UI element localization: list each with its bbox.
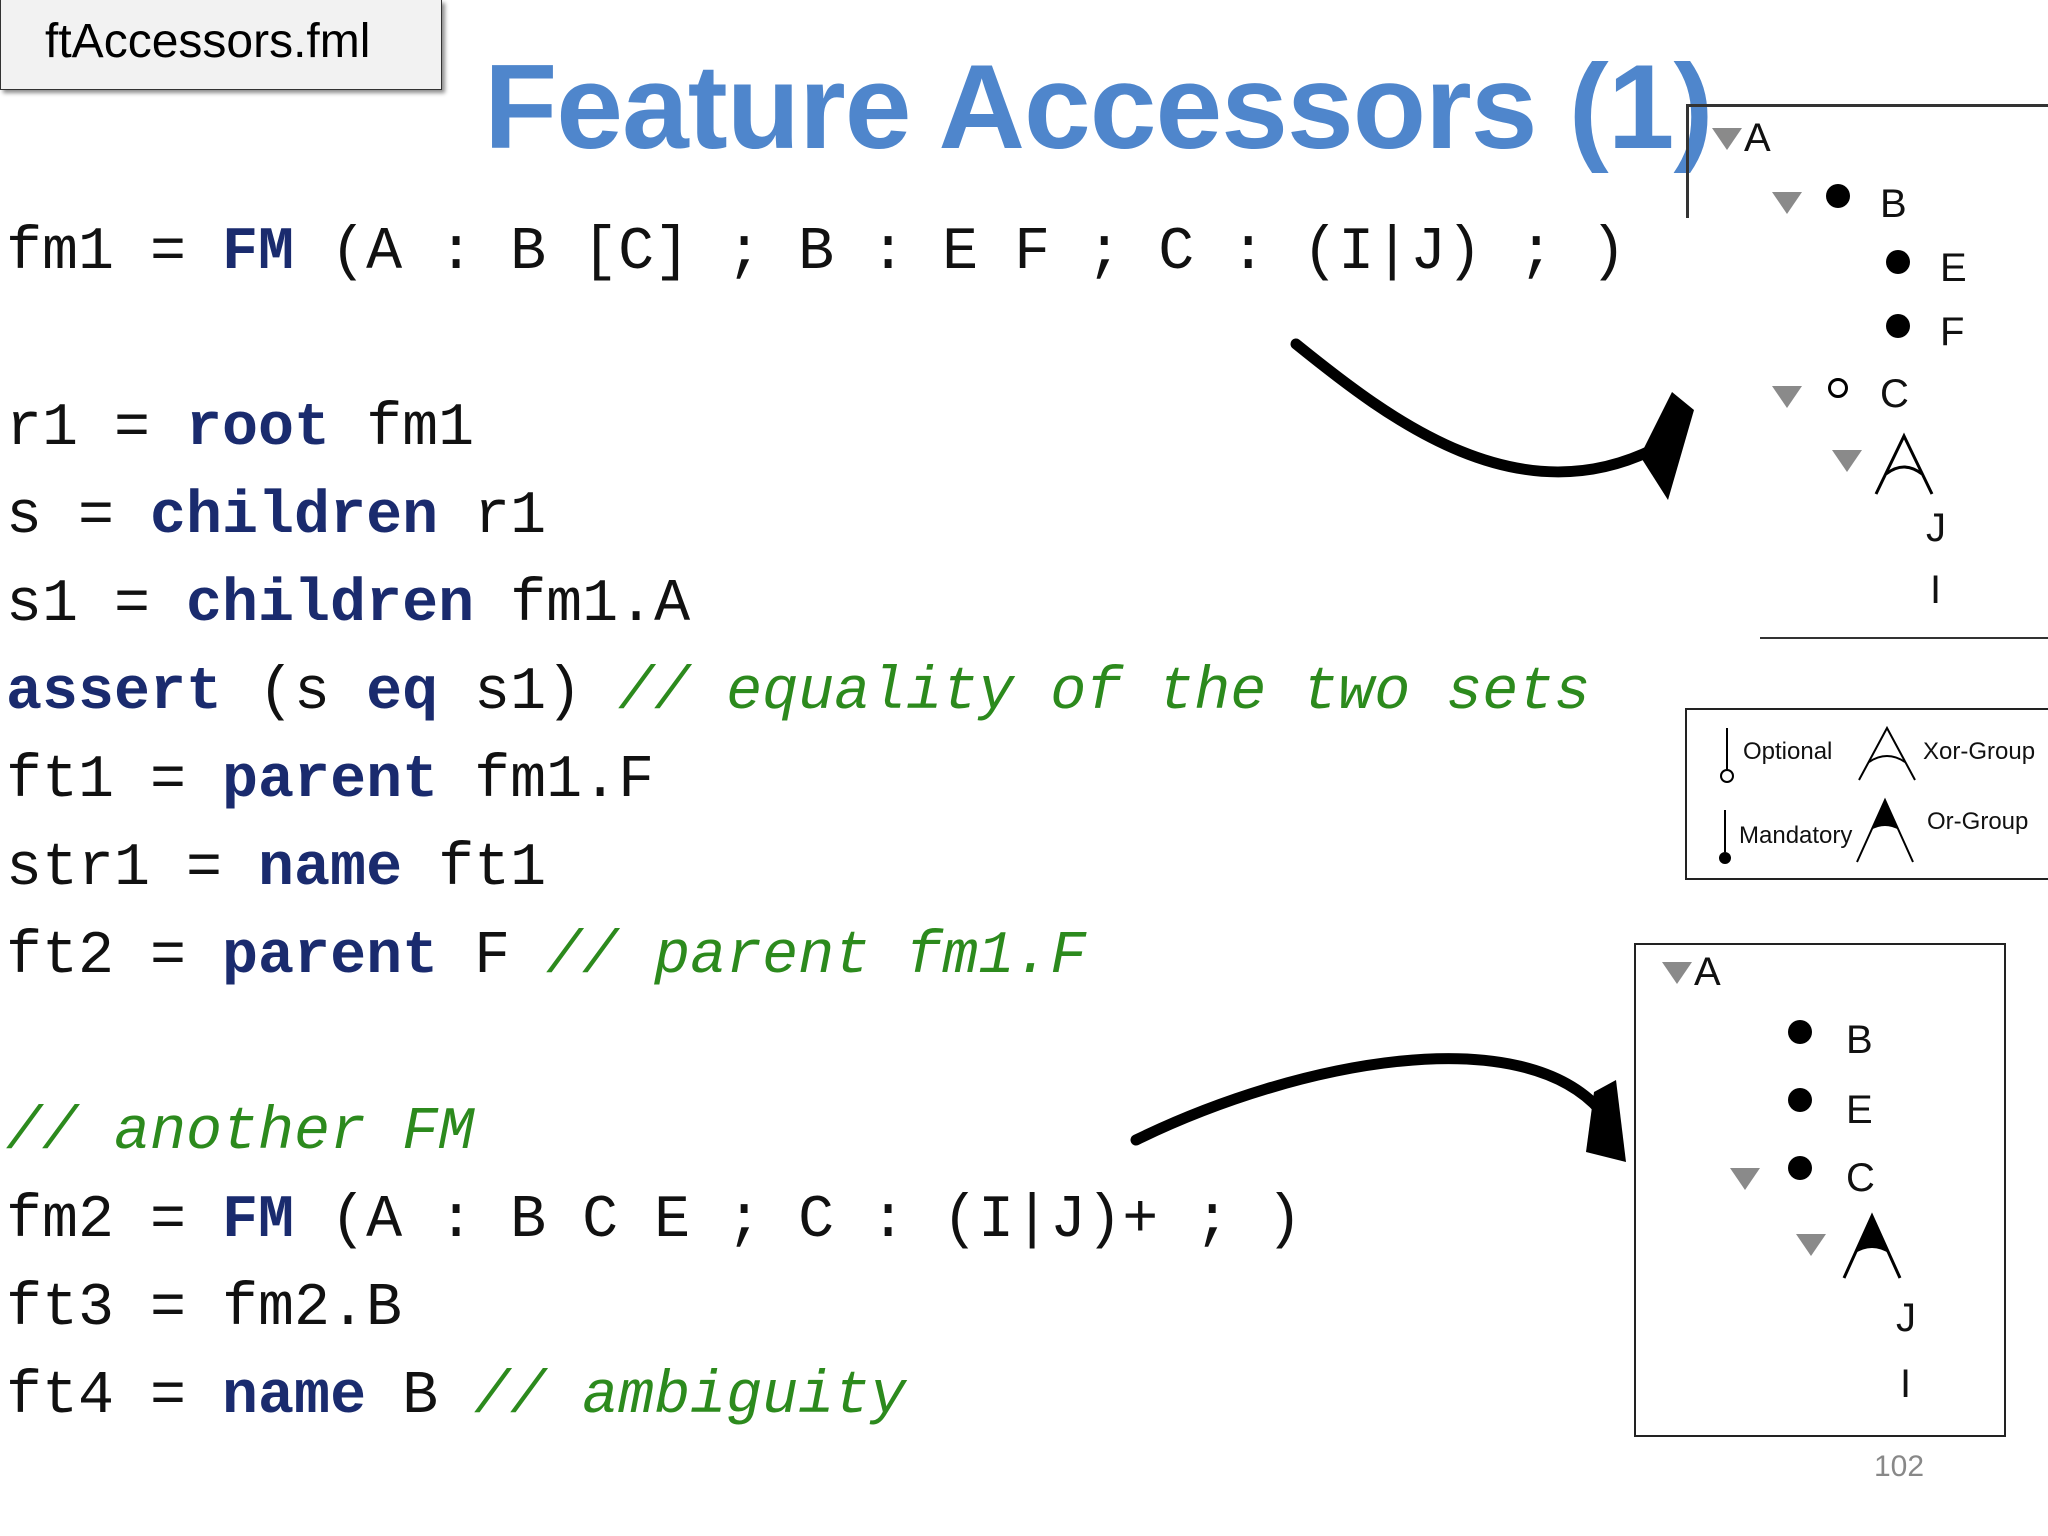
expand-triangle-icon[interactable]: [1662, 962, 1692, 984]
optional-edge-icon: [1720, 728, 1734, 783]
code-keyword: children: [150, 483, 439, 551]
tree1-border-top: [1686, 104, 2048, 107]
mandatory-edge-icon: [1719, 810, 1731, 864]
code-text: s1 =: [6, 571, 187, 639]
code-text: s1): [438, 659, 619, 727]
code-line: ft1 = parent fm1.F: [6, 748, 654, 814]
code-text: fm1: [330, 395, 475, 463]
arrow-head-tree1: [1640, 392, 1694, 500]
code-comment: // parent fm1.F: [546, 923, 1087, 991]
legend-or-group: Or-Group: [1927, 808, 2029, 835]
arrow-to-tree2: [1130, 1053, 1606, 1146]
code-comment: // ambiguity: [474, 1363, 907, 1431]
code-comment: // equality of the two sets: [618, 659, 1591, 727]
expand-triangle-icon[interactable]: [1712, 128, 1742, 150]
code-keyword: parent: [222, 747, 439, 815]
tree2-node-B[interactable]: B: [1846, 1018, 1873, 1062]
mandatory-dot-icon: [1788, 1020, 1812, 1044]
arrow-to-tree1: [1290, 338, 1666, 478]
code-text: ft1: [402, 835, 547, 903]
code-keyword: parent: [222, 923, 439, 991]
code-text: s =: [6, 483, 151, 551]
or-group-legend-icon: [1856, 797, 1914, 863]
code-line: fm2 = FM (A : B C E ; C : (I|J)+ ; ): [6, 1188, 1302, 1254]
legend: Optional Xor-Group Mandatory Or-Group: [1685, 708, 2048, 880]
expand-triangle-icon[interactable]: [1772, 386, 1802, 408]
mandatory-dot-icon: [1886, 314, 1910, 338]
code-keyword: children: [186, 571, 475, 639]
tree2-node-C[interactable]: C: [1846, 1156, 1875, 1200]
code-text: (A : B [C] ; B : E F ; C : (I|J) ; ): [294, 219, 1627, 287]
code-keyword: assert: [6, 659, 223, 727]
code-text: fm1 =: [6, 219, 223, 287]
legend-mandatory: Mandatory: [1739, 822, 1853, 849]
code-keyword: name: [222, 1363, 367, 1431]
code-text: (s: [222, 659, 367, 727]
xor-group-legend-icon: [1858, 725, 1916, 781]
code-keyword: FM: [222, 219, 295, 287]
code-text: ft1 =: [6, 747, 223, 815]
code-text: r1 =: [6, 395, 187, 463]
code-text: ft3 = fm2.B: [6, 1275, 403, 1343]
code-line: ft3 = fm2.B: [6, 1276, 402, 1342]
code-line: assert (s eq s1) // equality of the two …: [6, 660, 1590, 726]
tree2-node-I[interactable]: I: [1900, 1362, 1912, 1406]
code-text: (A : B C E ; C : (I|J)+ ; ): [294, 1187, 1303, 1255]
code-text: ft2 =: [6, 923, 223, 991]
code-line: s1 = children fm1.A: [6, 572, 690, 638]
code-text: F: [438, 923, 547, 991]
code-text: str1 =: [6, 835, 259, 903]
code-text: B: [366, 1363, 475, 1431]
arrow-head-tree2: [1586, 1080, 1626, 1162]
tree1-node-J[interactable]: J: [1926, 506, 1946, 550]
tree1-node-I[interactable]: I: [1930, 568, 1942, 612]
tree2-node-J[interactable]: J: [1896, 1296, 1916, 1340]
code-line: ft2 = parent F // parent fm1.F: [6, 924, 1086, 990]
code-keyword: FM: [222, 1187, 295, 1255]
mandatory-dot-icon: [1826, 184, 1850, 208]
code-keyword: eq: [366, 659, 439, 727]
mandatory-dot-icon: [1788, 1088, 1812, 1112]
tree1-node-C[interactable]: C: [1880, 372, 1909, 416]
code-text: r1: [438, 483, 547, 551]
code-text: fm1.F: [438, 747, 655, 815]
expand-triangle-icon[interactable]: [1730, 1168, 1760, 1190]
code-line: // another FM: [6, 1100, 474, 1166]
mandatory-dot-icon: [1788, 1156, 1812, 1180]
code-line: fm1 = FM (A : B [C] ; B : E F ; C : (I|J…: [6, 220, 1626, 286]
code-text: fm1.A: [474, 571, 691, 639]
code-line: r1 = root fm1: [6, 396, 474, 462]
code-text: ft4 =: [6, 1363, 223, 1431]
tree1-border-bottom: [1760, 637, 2048, 639]
slide-title: Feature Accessors (1): [484, 40, 1713, 174]
code-text: fm2 =: [6, 1187, 223, 1255]
tree2-node-E[interactable]: E: [1846, 1088, 1873, 1132]
code-line: ft4 = name B // ambiguity: [6, 1364, 906, 1430]
expand-triangle-icon[interactable]: [1796, 1234, 1826, 1256]
code-line: str1 = name ft1: [6, 836, 546, 902]
feature-tree-2-frame: [1634, 943, 2006, 1437]
mandatory-dot-icon: [1886, 250, 1910, 274]
tree1-node-A[interactable]: A: [1744, 116, 1771, 160]
tree1-node-E[interactable]: E: [1940, 246, 1967, 290]
code-comment: // another FM: [6, 1099, 475, 1167]
optional-circle-icon: [1828, 378, 1848, 398]
file-tab: ftAccessors.fml: [0, 0, 442, 90]
or-group-icon: [1842, 1212, 1902, 1279]
tree1-node-F[interactable]: F: [1940, 310, 1965, 354]
code-keyword: root: [186, 395, 331, 463]
file-tab-label: ftAccessors.fml: [45, 15, 371, 68]
tree1-node-B[interactable]: B: [1880, 182, 1907, 226]
expand-triangle-icon[interactable]: [1832, 450, 1862, 472]
tree2-node-A[interactable]: A: [1694, 950, 1721, 994]
tree1-border-left: [1686, 104, 1689, 218]
expand-triangle-icon[interactable]: [1772, 192, 1802, 214]
legend-xor-group: Xor-Group: [1923, 738, 2036, 765]
code-keyword: name: [258, 835, 403, 903]
legend-optional: Optional: [1743, 738, 1833, 765]
xor-group-icon: [1874, 432, 1934, 495]
page-number: 102: [1874, 1450, 1925, 1483]
code-line: s = children r1: [6, 484, 546, 550]
